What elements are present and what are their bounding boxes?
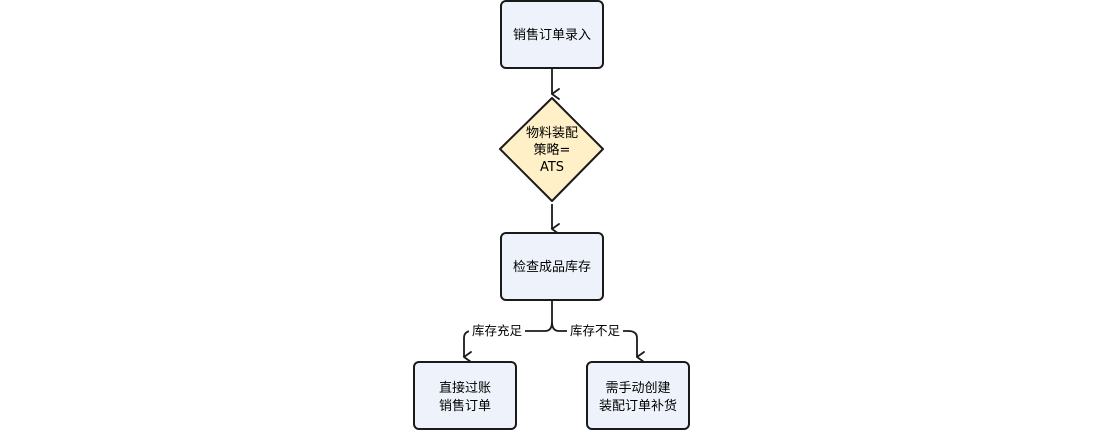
node-direct-post-label-line-2: 销售订单 [439, 398, 491, 414]
edge-label-sufficient: 库存充足 [472, 323, 523, 338]
node-direct-post[interactable]: 直接过账 销售订单 [413, 361, 517, 430]
node-direct-post-box [413, 361, 517, 430]
node-order-entry-box [500, 0, 604, 69]
node-manual-create-label-line-1: 需手动创建 [605, 381, 670, 396]
edge-label-bg-sufficient [469, 322, 525, 340]
node-decision-diamond [499, 97, 604, 202]
node-check-stock-box [500, 232, 604, 301]
node-manual-create-box [586, 361, 690, 430]
edge-label-insufficient: 库存不足 [570, 323, 621, 338]
node-order-entry[interactable]: 销售订单录入 [500, 0, 604, 69]
edge-check-to-right-branch [551, 321, 645, 363]
node-manual-create-label-line-2: 装配订单补货 [599, 398, 677, 414]
node-decision-label-line-3: ATS [540, 160, 564, 175]
node-manual-create[interactable]: 需手动创建 装配订单补货 [586, 361, 690, 430]
node-order-entry-label: 销售订单录入 [513, 27, 591, 43]
node-check-stock-label: 检查成品库存 [513, 259, 591, 275]
node-decision[interactable]: 物料装配 策略= ATS [499, 97, 604, 202]
node-decision-label-line-2: 策略= [534, 142, 571, 158]
node-check-stock[interactable]: 检查成品库存 [500, 232, 604, 301]
node-direct-post-label-line-1: 直接过账 [439, 380, 491, 396]
edge-label-bg-insufficient [567, 322, 623, 340]
node-decision-label-line-1: 物料装配 [526, 126, 578, 141]
